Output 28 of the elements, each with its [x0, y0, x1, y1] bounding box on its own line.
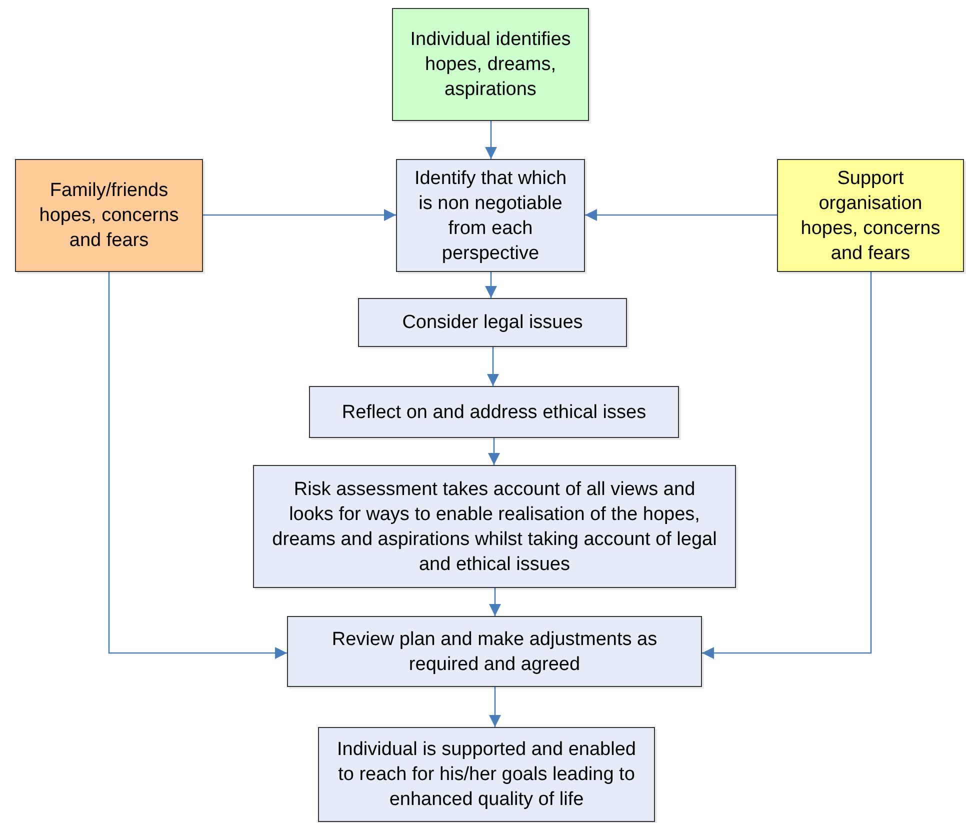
arrow — [585, 209, 777, 221]
arrow — [489, 588, 501, 616]
process-box — [392, 8, 589, 121]
arrow — [702, 272, 872, 659]
process-box — [318, 727, 655, 822]
arrow — [488, 438, 500, 465]
box-text: Risk assessment takes account of all views and looks for ways to enable realisation of the hopes, dreams and aspirations whilst taking account of legal and ethical issues — [271, 478, 718, 576]
arrow — [485, 121, 497, 159]
box-text: Consider legal issues — [402, 311, 583, 335]
arrow — [108, 272, 287, 659]
process-box — [396, 159, 585, 272]
box-text: Family/friends hopes, concerns and fears — [38, 179, 180, 253]
process-box — [287, 616, 702, 687]
box-text: Identify that which is non negotiable from each perspective — [413, 166, 568, 266]
process-box — [777, 159, 964, 272]
process-box — [15, 159, 203, 272]
arrow — [203, 209, 396, 221]
box-text: Review plan and make adjustments as required and agreed — [330, 628, 658, 676]
box-text: Individual identifies hopes, dreams, aspirations — [409, 28, 572, 102]
box-text: Support organisation hopes, concerns and fears — [800, 166, 942, 266]
arrow — [487, 347, 499, 386]
process-box — [253, 465, 736, 588]
process-box — [309, 386, 679, 438]
box-text: Reflect on and address ethical isses — [342, 400, 646, 424]
box-text: Individual is supported and enabled to reach for his/her goals leading to enhanced quality of life — [336, 738, 637, 812]
arrow — [485, 272, 497, 298]
process-box — [358, 298, 627, 347]
arrow — [489, 687, 501, 727]
